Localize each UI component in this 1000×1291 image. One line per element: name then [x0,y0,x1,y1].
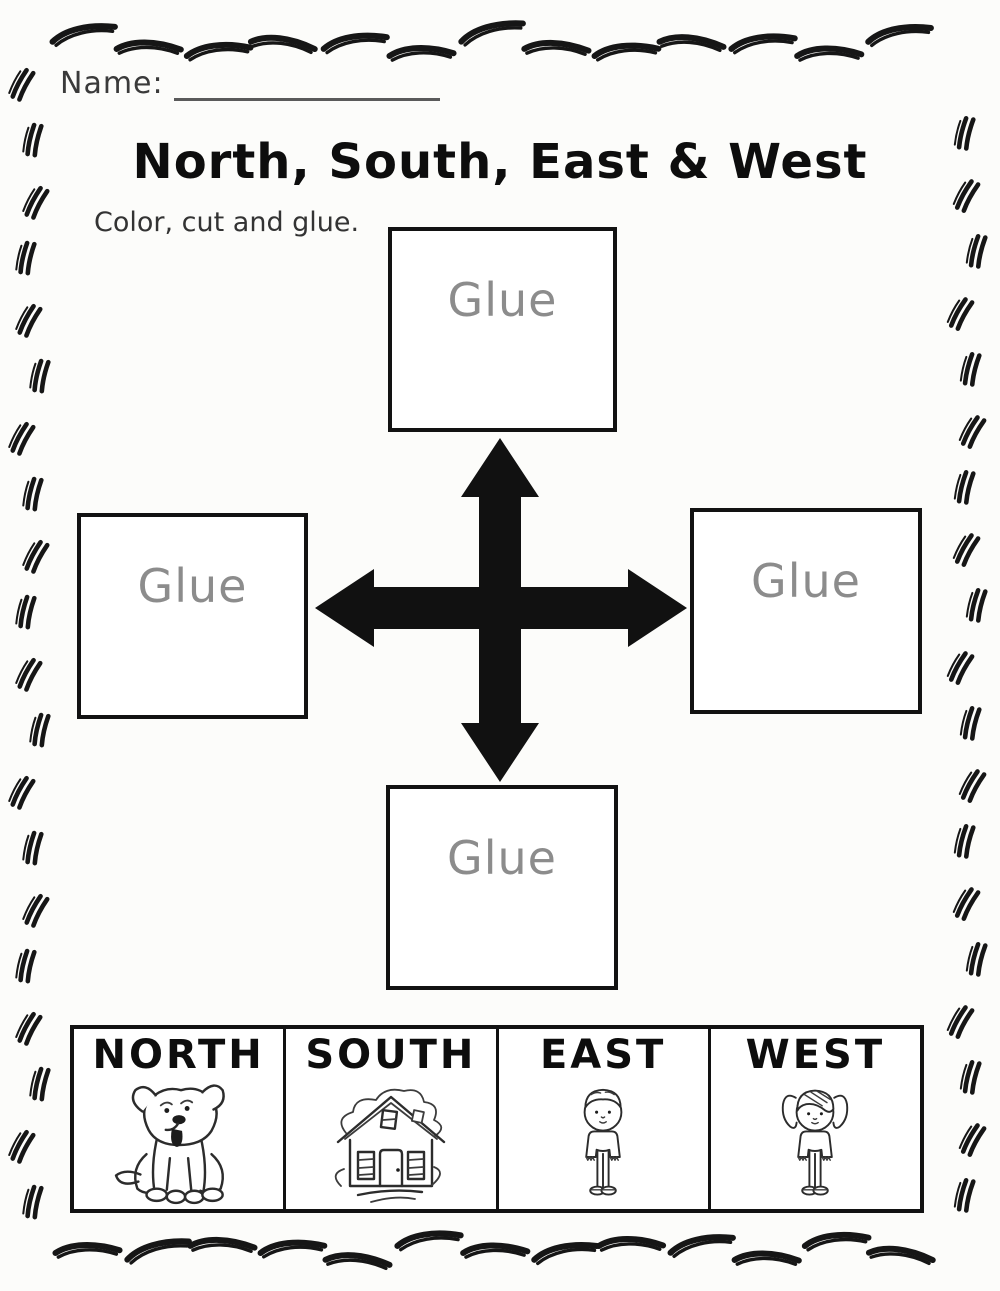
glue-box-north: Glue [388,227,617,432]
direction-card-north: NORTH [74,1029,283,1209]
name-blank-line [173,68,440,101]
four-way-arrow-icon [315,438,687,782]
glue-box-east: Glue [690,508,922,714]
name-row: Name: [60,66,440,101]
glue-label: Glue [751,554,861,608]
direction-card-east: EAST [495,1029,708,1209]
card-label: WEST [745,1032,886,1078]
page-title: North, South, East & West [132,134,868,190]
card-label: SOUTH [305,1032,477,1078]
direction-card-west: WEST [707,1029,920,1209]
glue-label: Glue [447,831,557,885]
direction-card-south: SOUTH [283,1029,495,1209]
instruction-text: Color, cut and glue. [94,207,360,238]
card-label: EAST [539,1032,667,1078]
dog-icon [114,1084,225,1205]
boy-icon [583,1088,623,1196]
direction-cards-strip: NORTH S [70,1025,924,1213]
name-label: Name: [60,66,164,101]
girl-icon [782,1089,849,1196]
glue-label: Glue [137,559,248,613]
card-label: NORTH [92,1032,265,1078]
house-icon [334,1088,446,1203]
glue-label: Glue [447,273,558,327]
glue-box-south: Glue [386,785,618,990]
glue-box-west: Glue [77,513,308,719]
